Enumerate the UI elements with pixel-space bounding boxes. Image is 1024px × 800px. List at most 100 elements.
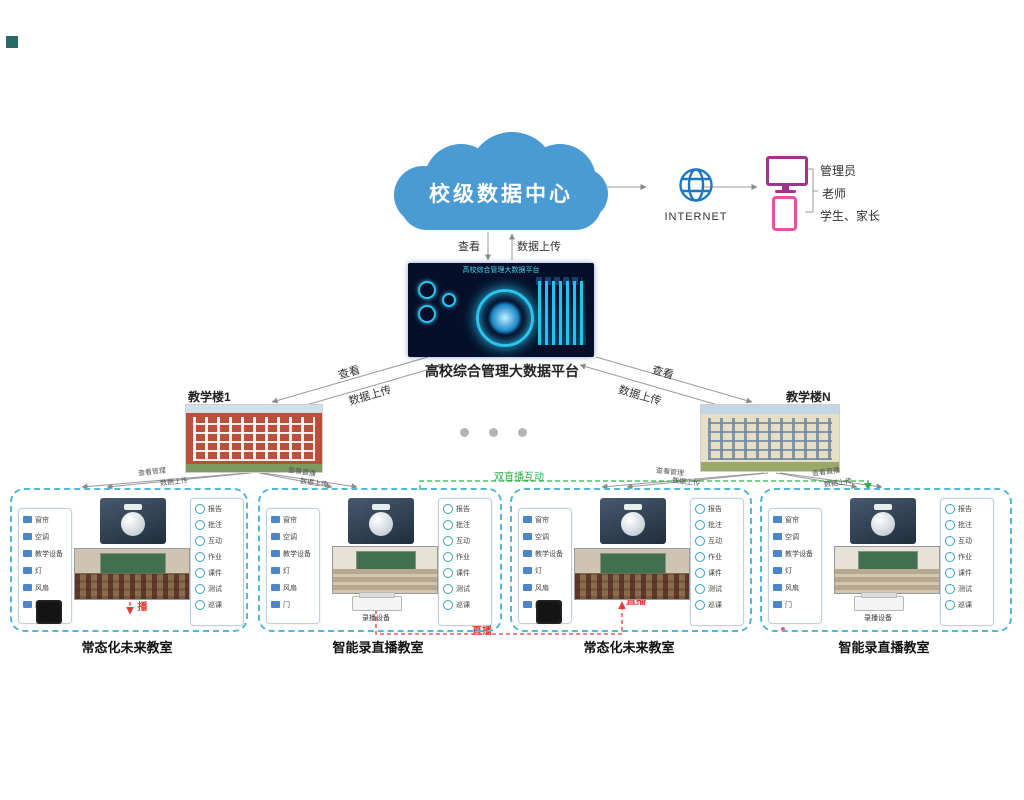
function-item-label: 测试 bbox=[958, 586, 972, 593]
building-left-photo bbox=[185, 404, 323, 473]
control-item: 空调 bbox=[19, 528, 71, 545]
students bbox=[575, 574, 689, 599]
control-item-label: 空调 bbox=[35, 533, 49, 541]
function-item-label: 批注 bbox=[456, 522, 470, 529]
data-center-cloud: 校级数据中心 bbox=[394, 132, 608, 234]
control-item-label: 窗帘 bbox=[35, 516, 49, 524]
control-panel: 窗帘空调教学设备灯风扇门 bbox=[266, 508, 320, 624]
function-item-label: 互动 bbox=[456, 538, 470, 545]
function-panel: 报告批注互动作业课件测试巡课 bbox=[940, 498, 994, 626]
control-item: 灯 bbox=[267, 562, 319, 579]
cluster-caption: 智能录直播教室 bbox=[838, 640, 930, 655]
diag-label-upload-left: 数据上传 bbox=[347, 384, 394, 408]
camera-dome bbox=[621, 512, 645, 536]
function-icon bbox=[195, 584, 205, 594]
camera-mount bbox=[372, 504, 390, 510]
function-item-label: 作业 bbox=[208, 554, 222, 561]
function-item: 作业 bbox=[191, 549, 243, 565]
dome-camera-photo bbox=[100, 498, 166, 544]
live-label: 直播 bbox=[626, 596, 646, 607]
device-icon bbox=[271, 567, 280, 574]
function-item-label: 巡课 bbox=[208, 602, 222, 609]
device-icon bbox=[773, 516, 782, 523]
control-item: 空调 bbox=[267, 528, 319, 545]
function-icon bbox=[443, 568, 453, 578]
glow-core bbox=[476, 289, 534, 347]
function-item: 作业 bbox=[941, 549, 993, 565]
control-item: 风扇 bbox=[519, 579, 571, 596]
control-item: 窗帘 bbox=[267, 511, 319, 528]
function-icon bbox=[695, 600, 705, 610]
cluster-caption: 智能录直播教室 bbox=[332, 640, 424, 655]
internet-label: INTERNET bbox=[664, 211, 728, 223]
function-icon bbox=[195, 536, 205, 546]
control-item-label: 窗帘 bbox=[785, 516, 799, 524]
function-item-label: 测试 bbox=[208, 586, 222, 593]
function-icon bbox=[945, 584, 955, 594]
function-item: 批注 bbox=[691, 517, 743, 533]
function-item-label: 巡课 bbox=[708, 602, 722, 609]
device-icon bbox=[23, 516, 32, 523]
classroom-photo bbox=[74, 548, 190, 600]
building-left-label: 教学楼1 bbox=[188, 390, 231, 404]
dome-camera-photo bbox=[850, 498, 916, 544]
device-icon bbox=[523, 567, 532, 574]
control-item-label: 空调 bbox=[535, 533, 549, 541]
function-item: 互动 bbox=[191, 533, 243, 549]
function-icon bbox=[443, 584, 453, 594]
function-item: 课件 bbox=[691, 565, 743, 581]
bar-columns bbox=[538, 281, 586, 345]
platform-screenshot: 高校综合管理大数据平台 bbox=[408, 263, 594, 357]
students bbox=[75, 574, 189, 599]
function-item-label: 报告 bbox=[708, 506, 722, 513]
control-item-label: 教学设备 bbox=[283, 550, 311, 558]
cluster-recording-classroom-1: 窗帘空调教学设备灯风扇门报告批注互动作业课件测试巡课录播设备 bbox=[258, 488, 502, 632]
data-center-label: 校级数据中心 bbox=[429, 183, 573, 206]
function-item-label: 作业 bbox=[456, 554, 470, 561]
live-label: 直播 bbox=[135, 589, 146, 613]
device-icon bbox=[23, 601, 32, 608]
gauge-ring bbox=[418, 281, 436, 299]
classroom-floor bbox=[333, 569, 437, 593]
function-item: 互动 bbox=[439, 533, 491, 549]
control-item: 教学设备 bbox=[769, 545, 821, 562]
function-item-label: 课件 bbox=[708, 570, 722, 577]
device-icon bbox=[271, 584, 280, 591]
function-item-label: 报告 bbox=[208, 506, 222, 513]
dome-camera-photo bbox=[600, 498, 666, 544]
corner-decoration bbox=[6, 36, 18, 48]
control-panel: 窗帘空调教学设备灯风扇门 bbox=[768, 508, 822, 624]
device-icon bbox=[523, 550, 532, 557]
function-item: 课件 bbox=[941, 565, 993, 581]
classroom-photo bbox=[834, 546, 940, 594]
ellipsis-dot bbox=[518, 428, 527, 437]
function-icon bbox=[195, 552, 205, 562]
function-icon bbox=[945, 600, 955, 610]
control-item: 窗帘 bbox=[519, 511, 571, 528]
control-item-label: 门 bbox=[785, 601, 792, 609]
monitor-icon bbox=[766, 156, 808, 193]
chalkboard bbox=[100, 553, 166, 574]
function-icon bbox=[443, 504, 453, 514]
device-icon bbox=[271, 550, 280, 557]
function-icon bbox=[945, 568, 955, 578]
function-panel: 报告批注互动作业课件测试巡课 bbox=[190, 498, 244, 626]
device-icon bbox=[523, 516, 532, 523]
classroom-photo bbox=[574, 548, 690, 600]
function-item: 互动 bbox=[941, 533, 993, 549]
function-item-label: 课件 bbox=[208, 570, 222, 577]
function-item-label: 互动 bbox=[708, 538, 722, 545]
device-icon bbox=[773, 550, 782, 557]
function-item-label: 巡课 bbox=[456, 602, 470, 609]
function-item: 批注 bbox=[439, 517, 491, 533]
control-item: 风扇 bbox=[769, 579, 821, 596]
control-item-label: 门 bbox=[283, 601, 290, 609]
function-item: 作业 bbox=[439, 549, 491, 565]
function-panel: 报告批注互动作业课件测试巡课 bbox=[690, 498, 744, 626]
function-icon bbox=[443, 600, 453, 610]
function-item: 报告 bbox=[941, 501, 993, 517]
ellipsis-dot bbox=[489, 428, 498, 437]
globe-icon bbox=[679, 168, 713, 202]
control-item: 灯 bbox=[769, 562, 821, 579]
function-item: 批注 bbox=[941, 517, 993, 533]
